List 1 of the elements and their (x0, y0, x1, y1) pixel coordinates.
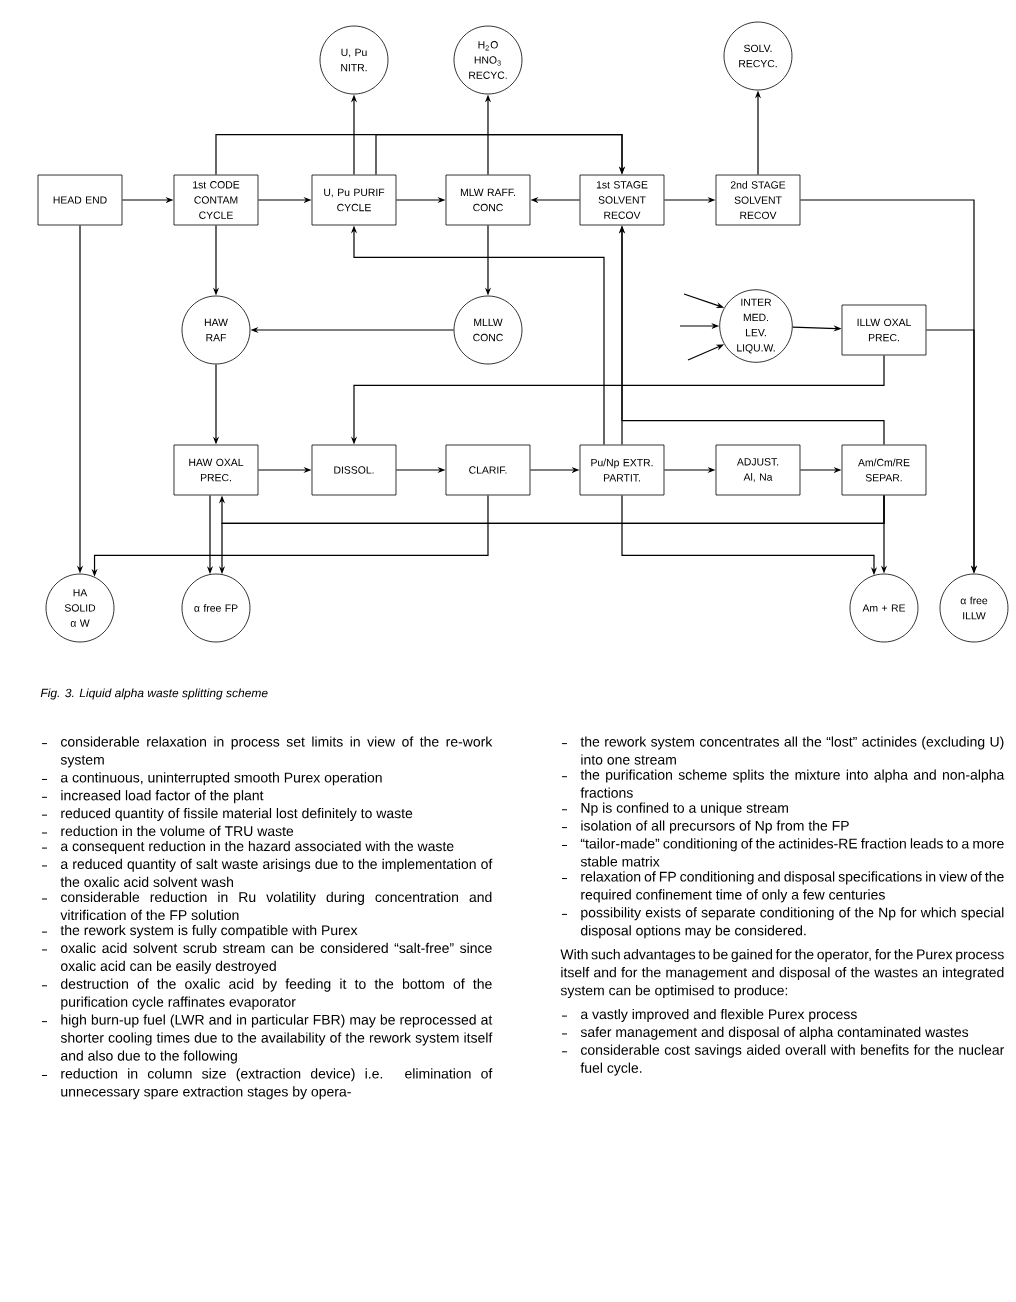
arrow (375, 134, 626, 176)
